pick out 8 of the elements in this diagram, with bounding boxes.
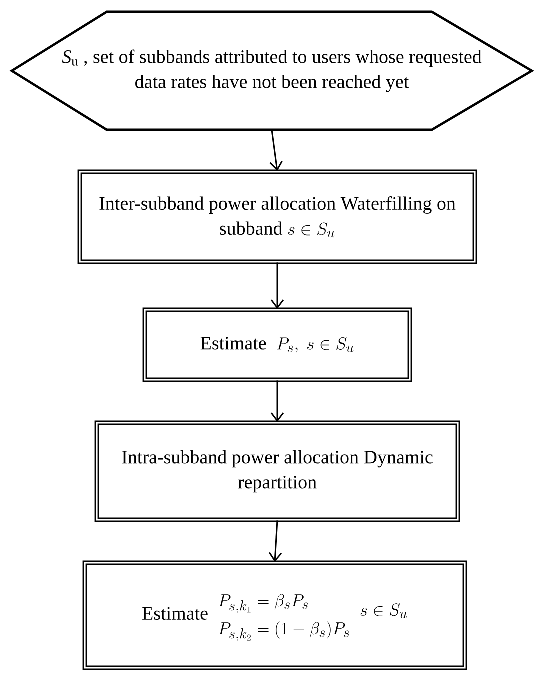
arrow: [270, 262, 284, 310]
arrow: [268, 520, 282, 562]
arrow: [270, 380, 284, 422]
arrow: [270, 130, 283, 172]
process-box: Intra-subband power allocation Dynamic repartition: [94, 420, 460, 522]
process-box: Inter-subband power allocation Waterfilling on subband $s \in S_u$: [78, 170, 478, 264]
process-box: Estimate $\begin{aligned}P_{s,k_1} &= \beta_s P_s\\ P_{s,k_2} &= (1-\beta_s)P_s\end{aligned}$ $s \in S_u$: [82, 560, 468, 670]
process-box: Estimate $P_s,\ s \in S_u$: [142, 308, 412, 382]
